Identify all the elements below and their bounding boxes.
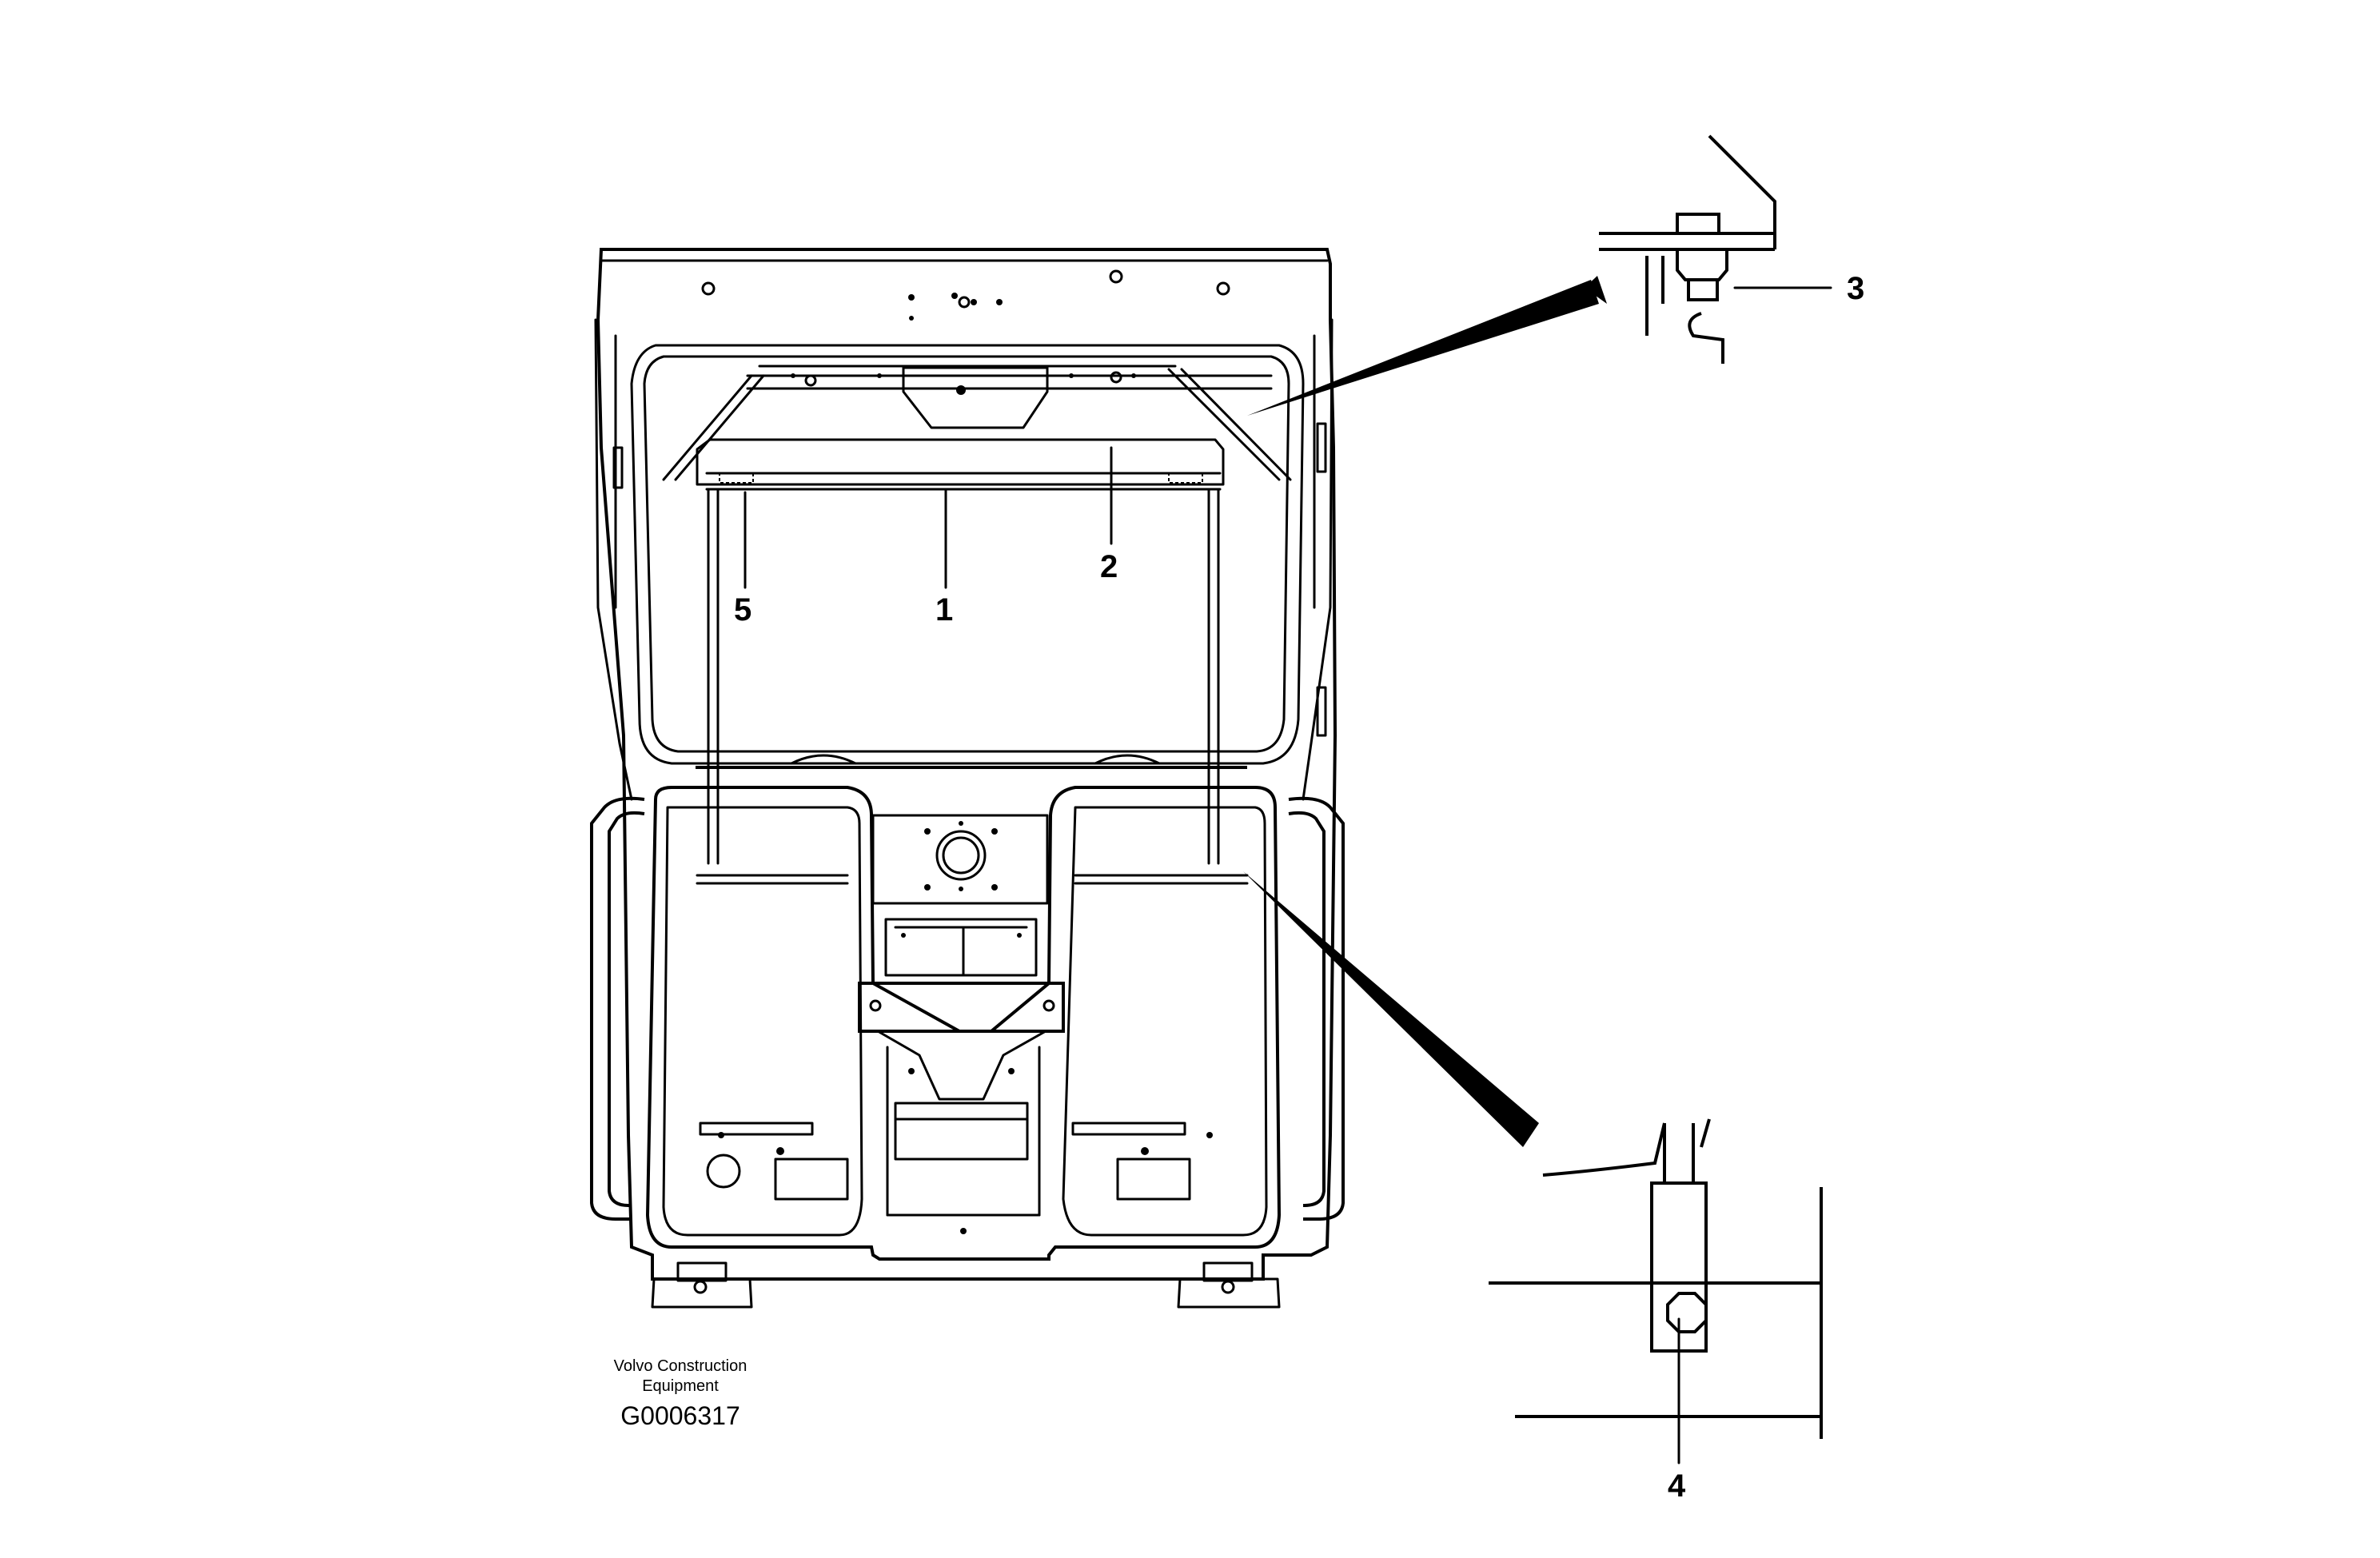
- detail-bolt-top: 3: [1247, 134, 1864, 416]
- cab-frame: [590, 248, 1345, 1309]
- callout-leaders: 1 2 5: [734, 446, 1118, 628]
- callout-2: 2: [1100, 549, 1118, 584]
- caption-line-2: Equipment: [642, 1377, 719, 1395]
- drawing-caption: Volvo Construction Equipment G0006317: [614, 1357, 747, 1430]
- callout-1: 1: [935, 592, 953, 628]
- callout-3: 3: [1847, 271, 1864, 306]
- drawing-code: G0006317: [620, 1401, 740, 1430]
- callout-4: 4: [1668, 1468, 1686, 1504]
- callout-5: 5: [734, 592, 751, 628]
- caption-line-1: Volvo Construction: [614, 1357, 747, 1375]
- detail-bolt-bottom: 4: [1243, 871, 1823, 1504]
